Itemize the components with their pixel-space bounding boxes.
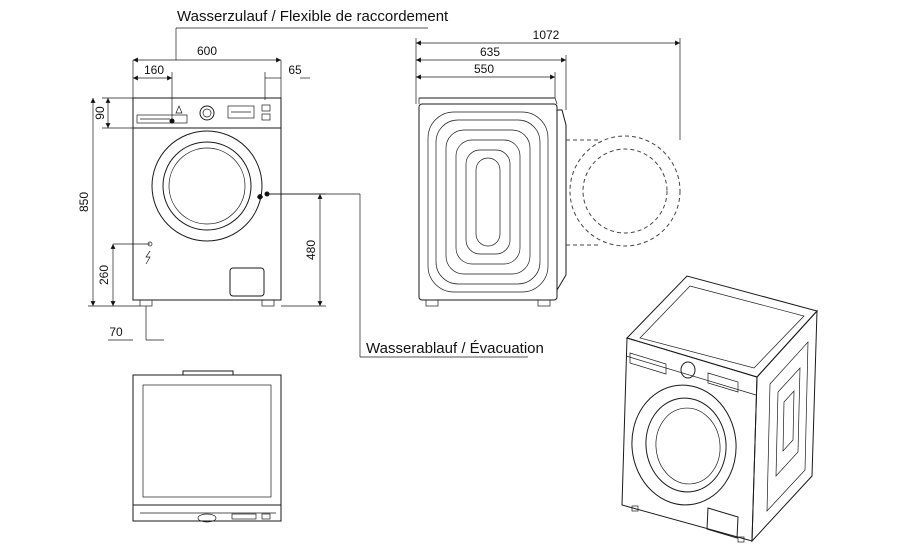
dim-drain-height: 480 [304, 240, 318, 260]
dim-foot-offset: 70 [109, 325, 123, 339]
isometric-view [621, 275, 818, 543]
water-inlet-label: Wasserzulauf / Flexible de raccordement [177, 8, 449, 25]
door-outer-ring [151, 130, 263, 242]
top-hose-bracket [182, 370, 234, 376]
iso-display [707, 372, 739, 393]
dim-depth-total: 635 [480, 45, 500, 59]
front-body-outline [132, 97, 282, 301]
door-glass [162, 141, 252, 231]
top-view [132, 370, 282, 523]
top-front-panel [132, 504, 282, 522]
front-view [132, 97, 282, 307]
iso-door [631, 384, 737, 506]
inlet-warning-icon [175, 105, 183, 114]
side-dimensions: 1072 635 550 [415, 28, 681, 140]
dim-inlet-offset: 160 [144, 63, 164, 77]
dim-depth-body: 550 [474, 62, 494, 76]
inlet-point-icon [169, 118, 175, 124]
side-body-outline [418, 103, 558, 301]
power-bolt-icon [145, 250, 151, 265]
iso-knob-icon [680, 361, 696, 379]
front-dimensions: 600 160 65 90 850 260 480 70 [77, 44, 326, 341]
foot-left [139, 299, 153, 307]
top-body-outline [132, 374, 282, 506]
drain-callout: Wasserablauf / Évacuation [267, 193, 544, 358]
iso-drawer [629, 352, 667, 375]
dim-panel-height: 90 [93, 106, 107, 120]
filter-hatch [229, 267, 265, 297]
detergent-drawer [136, 114, 188, 124]
display-panel [227, 105, 255, 119]
iso-filter-hatch [706, 507, 739, 539]
dim-inlet-height: 260 [97, 265, 111, 285]
top-lid [142, 384, 272, 498]
side-panel-outer [427, 111, 549, 293]
dim-right-offset: 65 [288, 63, 302, 77]
inlet-callout: Wasserzulauf / Flexible de raccordement [175, 8, 449, 60]
dim-front-width: 600 [197, 44, 217, 58]
iso-front-face [621, 337, 758, 542]
door-open-swing [569, 135, 681, 247]
side-view [418, 97, 681, 307]
dim-total-height: 850 [77, 192, 91, 212]
side-door-profile [556, 109, 567, 291]
program-knob-icon [199, 105, 215, 121]
top-knob-icon [197, 513, 217, 523]
foot-right [261, 299, 275, 307]
dim-depth-door-open: 1072 [533, 28, 560, 42]
iso-top-face [626, 275, 818, 378]
iso-side-face [751, 309, 818, 543]
water-drop-icon [257, 194, 263, 200]
water-drain-label: Wasserablauf / Évacuation [366, 340, 544, 357]
